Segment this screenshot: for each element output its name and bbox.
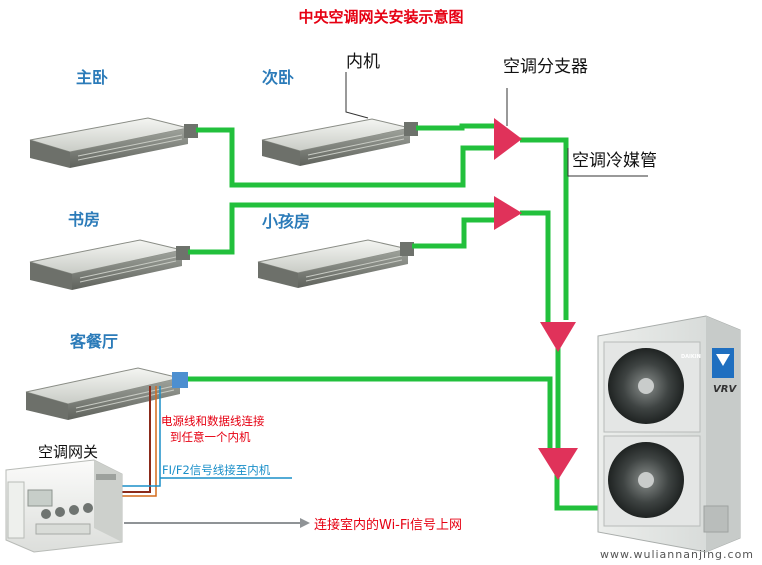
label-leaders	[345, 72, 648, 177]
indoor-unit-living-dining	[25, 367, 188, 420]
indoor-unit-study	[29, 239, 190, 290]
power-data-note-line1: 电源线和数据线连接	[161, 414, 265, 428]
page-title: 中央空调网关安装示意图	[298, 8, 464, 26]
watermark: www.wuliannanjing.com	[600, 548, 755, 561]
refrigerant-pipe-label: 空调冷媒管	[572, 151, 657, 171]
outdoor-brand: DAIKIN	[681, 354, 701, 360]
room-label-master-bedroom: 主卧	[76, 68, 109, 87]
wifi-note: 连接室内的Wi-Fi信号上网	[314, 518, 463, 533]
branch-arrow-top	[494, 118, 522, 160]
room-label-second-bedroom: 次卧	[262, 68, 295, 87]
gateway-cables	[122, 386, 310, 528]
room-label-kids-room: 小孩房	[262, 212, 311, 231]
flow-arrow-down-1	[540, 322, 576, 352]
gateway-label: 空调网关	[38, 443, 99, 461]
flow-arrow-down-2	[538, 448, 578, 480]
room-label-living-dining: 客餐厅	[70, 332, 119, 351]
room-label-study: 书房	[68, 210, 101, 229]
indoor-unit-label: 内机	[346, 52, 380, 72]
brand-logo-icon	[716, 354, 730, 366]
power-data-note-line2: 到任意一个内机	[170, 430, 251, 444]
refrigerant-pipes	[188, 123, 606, 511]
branch-label: 空调分支器	[503, 57, 588, 77]
branch-arrow-middle	[494, 196, 522, 230]
f1f2-note: FI/F2信号线接至内机	[162, 463, 271, 477]
outdoor-model: VRV	[713, 384, 737, 395]
branch-arrows	[494, 118, 578, 480]
outdoor-unit	[597, 315, 741, 553]
indoor-unit-master-bedroom	[29, 117, 198, 168]
indoor-unit-kids-room	[257, 239, 414, 288]
gateway-device	[5, 459, 123, 553]
indoor-unit-second-bedroom	[261, 118, 418, 166]
